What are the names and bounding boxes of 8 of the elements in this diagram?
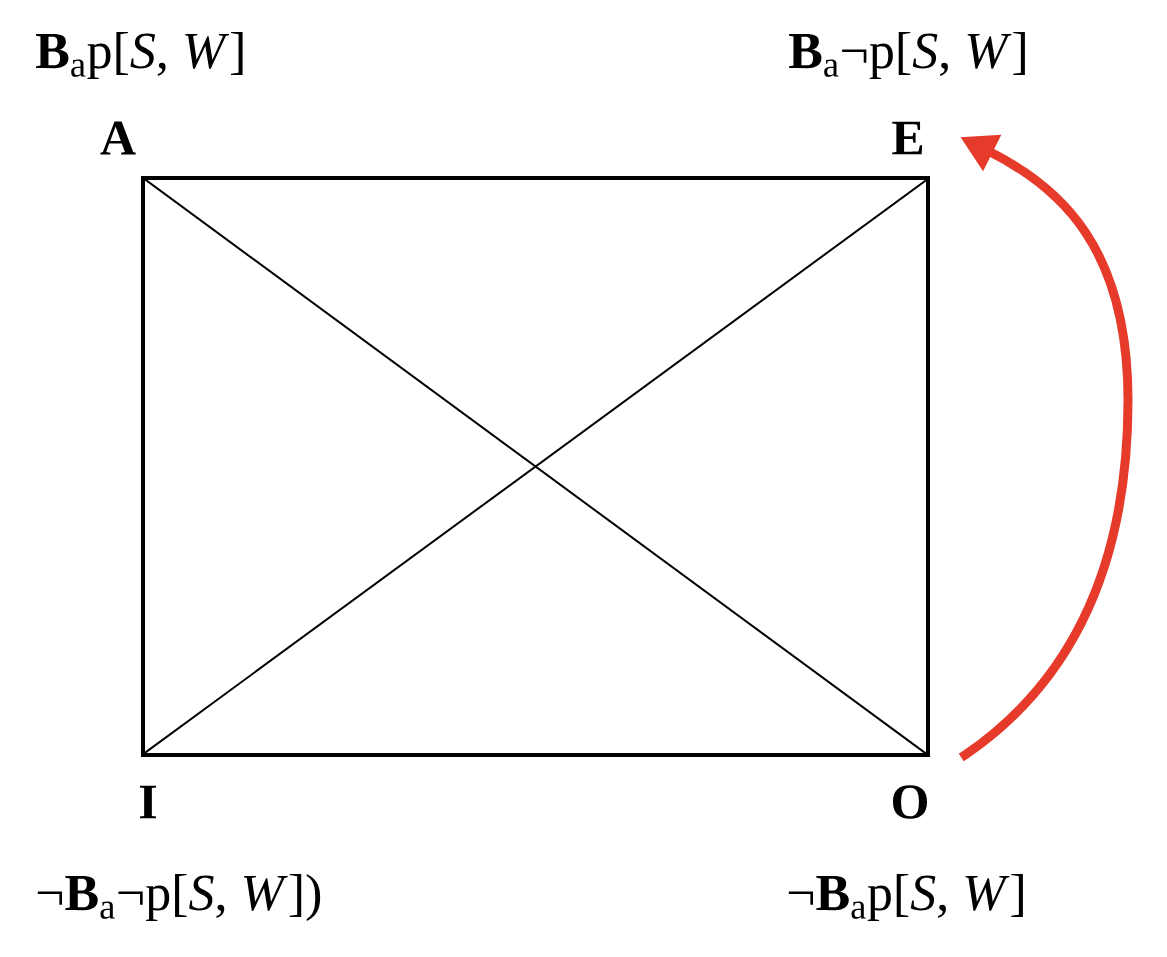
vertex-letter: I — [139, 785, 157, 819]
vertex-letter: O — [893, 785, 927, 819]
vertex-letter: A — [100, 121, 136, 155]
formula-label: ¬B$_{a}$¬p[S, W]) — [37, 873, 321, 922]
formula-label: ¬B$_{a}$p[S, W] — [788, 873, 1023, 922]
vertex-letter: E — [892, 121, 923, 155]
formula-label: B$_{a}$¬p[S, W] — [789, 31, 1025, 80]
formula-label: B$_{a}$p[S, W] — [36, 31, 243, 80]
